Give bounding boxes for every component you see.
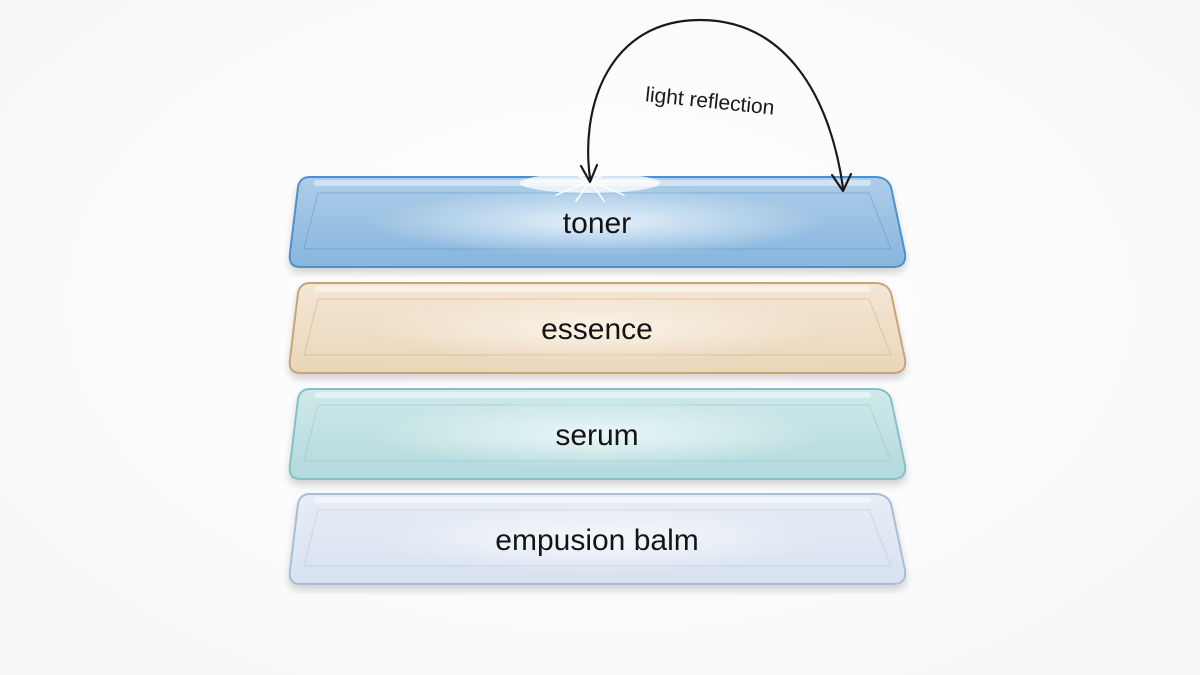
layer-highlight — [367, 188, 827, 256]
layer-highlight — [367, 294, 827, 362]
layer-stack: toner essence serum empusion balm — [288, 146, 907, 585]
layer-highlight — [367, 400, 827, 468]
layer-serum: serum — [288, 388, 907, 480]
layer-gloss — [314, 286, 871, 292]
annotation-label: light reflection — [644, 83, 775, 119]
layer-label-emulsion-balm: empusion balm — [495, 524, 698, 557]
light-reflection-annotation: light reflection — [579, 18, 853, 193]
layer-highlight — [367, 505, 827, 573]
layer-label-serum: serum — [555, 419, 638, 452]
arrowhead-down-icon — [830, 172, 853, 193]
reflection-arrow-arc — [587, 18, 845, 190]
arrowhead-down-icon — [579, 163, 599, 184]
layer-label-essence: essence — [541, 313, 653, 346]
layer-gloss — [314, 497, 871, 503]
layer-emulsion-balm: empusion balm — [288, 493, 907, 585]
layer-label-toner: toner — [563, 207, 631, 240]
layer-essence: essence — [288, 282, 907, 374]
layer-gloss — [314, 392, 871, 398]
